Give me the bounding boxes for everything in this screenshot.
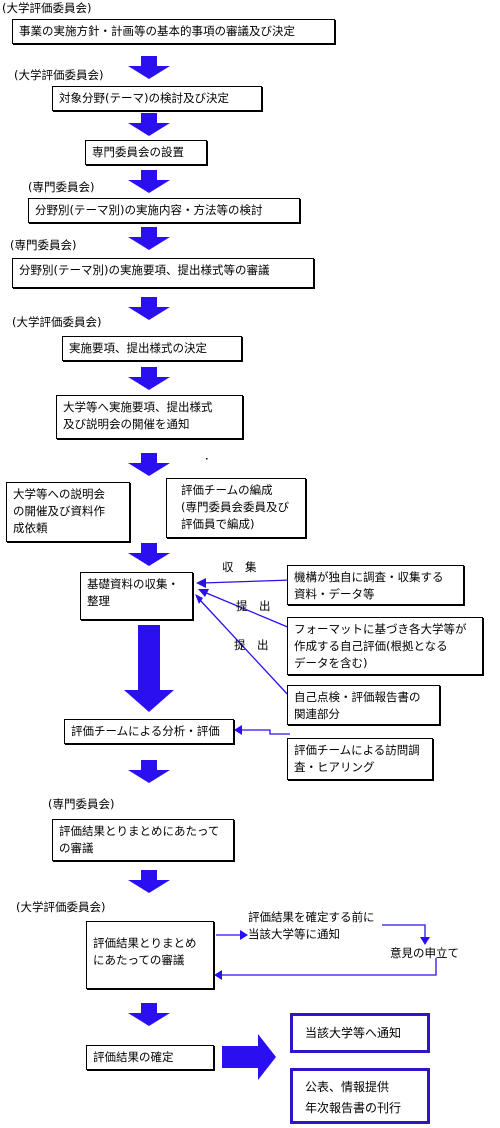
visit-arrowhead [234,725,242,735]
flow-arrow-3 [128,170,170,193]
step-team-formation: 評価チームの編成 (専門委員会委員及び 評価員で編成) [166,478,306,538]
source-site-visit: 評価チームによる訪問調 査・ヒアリング [287,738,433,780]
objection-return-line [222,958,437,976]
expert-label-2: (専門委員会) [10,238,77,252]
output-publication-line1: 公表、情報提供 [305,1080,390,1094]
submit-line-1 [203,591,291,629]
step-briefing-session: 大学等への説明会 の開催及び資料作 成依頼 [6,482,130,542]
objection-text: 意見の申立て [390,946,459,960]
collect-arrowhead [196,578,206,588]
stray-dot [206,458,208,460]
submit-arrowhead-1 [198,589,209,597]
source-own-research: 機構が独自に調査・収集する 資料・データ等 [287,565,464,605]
step-expert-setup: 専門委員会の設置 [85,140,207,165]
step-content-review: 分野別(テーマ別)の実施内容・方法等の検討 [28,198,300,223]
flow-arrow-4 [128,227,170,250]
step-guideline-decision: 実施要項、提出様式の決定 [62,336,242,361]
objection-down-line [382,924,426,940]
collect-line [201,579,293,584]
flow-arrow-6 [128,367,170,390]
flow-arrow-1 [128,56,170,79]
step-notify-universities: 大学等へ実施要項、提出様式 及び説明会の開催を通知 [56,395,243,439]
step-guideline-deliberation: 分野別(テーマ別)の実施要項、提出様式等の審議 [12,258,314,288]
collect-label: 収 集 [222,560,257,574]
flow-arrow-7 [128,453,170,476]
submit-line-2 [199,599,291,698]
objection-arrowhead [420,937,430,945]
committee-label-2: (大学評価委員会) [14,68,104,82]
flow-arrow-5 [128,297,170,320]
submit-label-2: 提 出 [234,638,269,652]
step-result-deliberation-committee: 評価結果とりまとめ にあたっての審議 [86,921,214,989]
committee-label-4: (大学評価委員会) [16,900,106,914]
step-theme-decision: 対象分野(テーマ)の検討及び決定 [52,86,262,111]
committee-label-1: (大学評価委員会) [2,1,92,15]
notify-arrowhead [240,930,248,940]
flow-arrow-12 [128,1003,170,1026]
step-collect-data: 基礎資料の収集・ 整理 [80,572,193,620]
source-self-check-report: 自己点検・評価報告書の 関連部分 [287,685,440,725]
source-self-evaluation: フォーマットに基づき各大学等が 作成する自己評価(根拠となる データを含む) [287,617,483,675]
output-notify-university: 当該大学等へ通知 [290,1013,430,1053]
step-result-deliberation-expert: 評価結果とりまとめにあたって の審議 [52,819,234,861]
output-publication: 公表、情報提供 年次報告書の刊行 [290,1068,430,1124]
expert-label-1: (専門委員会) [28,180,95,194]
submit-label-1: 提 出 [236,599,271,613]
committee-label-3: (大学評価委員会) [12,315,102,329]
notify-before-text: 評価結果を確定する前に 当該大学等に通知 [248,910,375,941]
step-result-finalize: 評価結果の確定 [86,1045,214,1070]
submit-arrowhead-2 [195,594,203,604]
return-arrowhead [214,970,222,980]
flow-arrow-11 [128,870,170,893]
flow-arrow-2 [128,113,170,136]
step-team-analysis: 評価チームによる分析・評価 [64,719,234,744]
step-basic-policy: 事業の実施方針・計画等の基本的事項の審議及び決定 [12,19,335,44]
flow-arrow-9 [124,625,174,712]
flow-arrow-8 [128,543,170,566]
flow-arrow-output [222,1034,276,1080]
visit-line [235,729,290,735]
flow-arrow-10 [128,760,170,783]
expert-label-3: (専門委員会) [48,797,115,811]
output-publication-line2: 年次報告書の刊行 [305,1101,402,1115]
